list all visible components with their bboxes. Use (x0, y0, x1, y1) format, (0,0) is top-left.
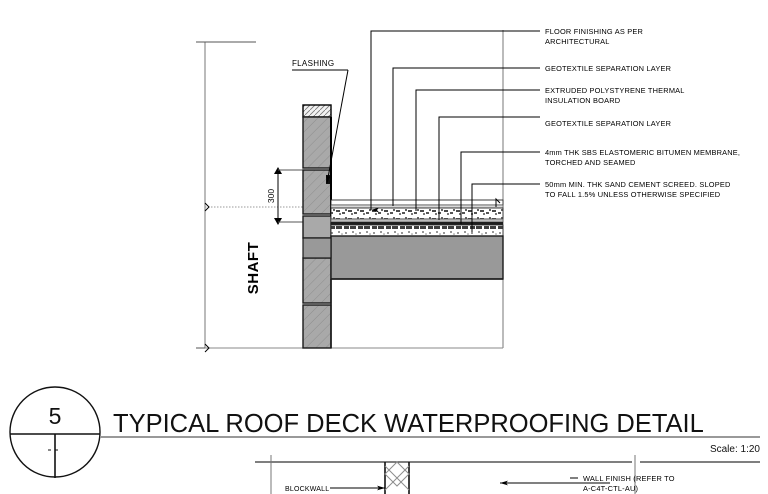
blockwall-label: BLOCKWALL (285, 486, 329, 493)
detail-title: TYPICAL ROOF DECK WATERPROOFING DETAIL (113, 410, 704, 438)
callout-screed-line1: 50mm MIN. THK SAND CEMENT SCREED. SLOPED (545, 180, 731, 189)
callout-geotextile-lower-line1: GEOTEXTILE SEPARATION LAYER (545, 119, 671, 128)
callout-membrane-line2: TORCHED AND SEAMED (545, 158, 636, 167)
callout-xps-line1: EXTRUDED POLYSTYRENE THERMAL (545, 86, 685, 95)
callout-floor-finishing-line2: ARCHITECTURAL (545, 37, 610, 46)
layer-sbs-membrane (331, 222, 503, 225)
callout-geotextile-upper-line1: GEOTEXTILE SEPARATION LAYER (545, 64, 671, 73)
flashing-label: FLASHING (292, 59, 334, 68)
upstand-wall (302, 104, 332, 349)
callout-floor-finishing-line1: FLOOR FINISHING AS PER (545, 27, 643, 36)
callout-leaders (370, 30, 538, 232)
title-block: 5 TYPICAL ROOF DECK WATERPROOFING DETAIL… (9, 386, 760, 478)
callout-screed-line2: TO FALL 1.5% UNLESS OTHERWISE SPECIFIED (545, 190, 720, 199)
roof-deck-detail: 300 SHAFT FL (196, 27, 740, 353)
roof-buildup-layers (330, 199, 504, 237)
wall-finish-label-line2: A-C4T-CTL-AU) (583, 484, 638, 493)
detail-scale: Scale: 1:20 (710, 444, 760, 455)
concrete-slab (330, 235, 504, 280)
layer-xps-insulation (330, 207, 504, 220)
grid-lines (196, 30, 505, 353)
layer-cement-screed (330, 224, 504, 237)
callout-text-block: FLOOR FINISHING AS PER ARCHITECTURAL GEO… (531, 27, 740, 199)
callout-membrane-line1: 4mm THK SBS ELASTOMERIC BITUMEN MEMBRANE… (545, 148, 740, 157)
detail-number: 5 (49, 403, 62, 429)
dimension-300-text: 300 (266, 189, 276, 203)
lower-detail-partial: BLOCKWALL WALL FINISH (REFER TO A-C4T-CT… (255, 455, 760, 494)
blockwall-hatch-symbol (384, 461, 410, 491)
callout-xps-line2: INSULATION BOARD (545, 96, 620, 105)
shaft-label: SHAFT (245, 242, 262, 295)
layer-floor-finish (330, 199, 504, 206)
layer-geotextile-lower (330, 218, 504, 223)
flashing-callout: FLASHING (292, 59, 349, 184)
slab-wall-junction (302, 237, 332, 259)
wall-finish-label-line1: WALL FINISH (REFER TO (583, 474, 675, 483)
